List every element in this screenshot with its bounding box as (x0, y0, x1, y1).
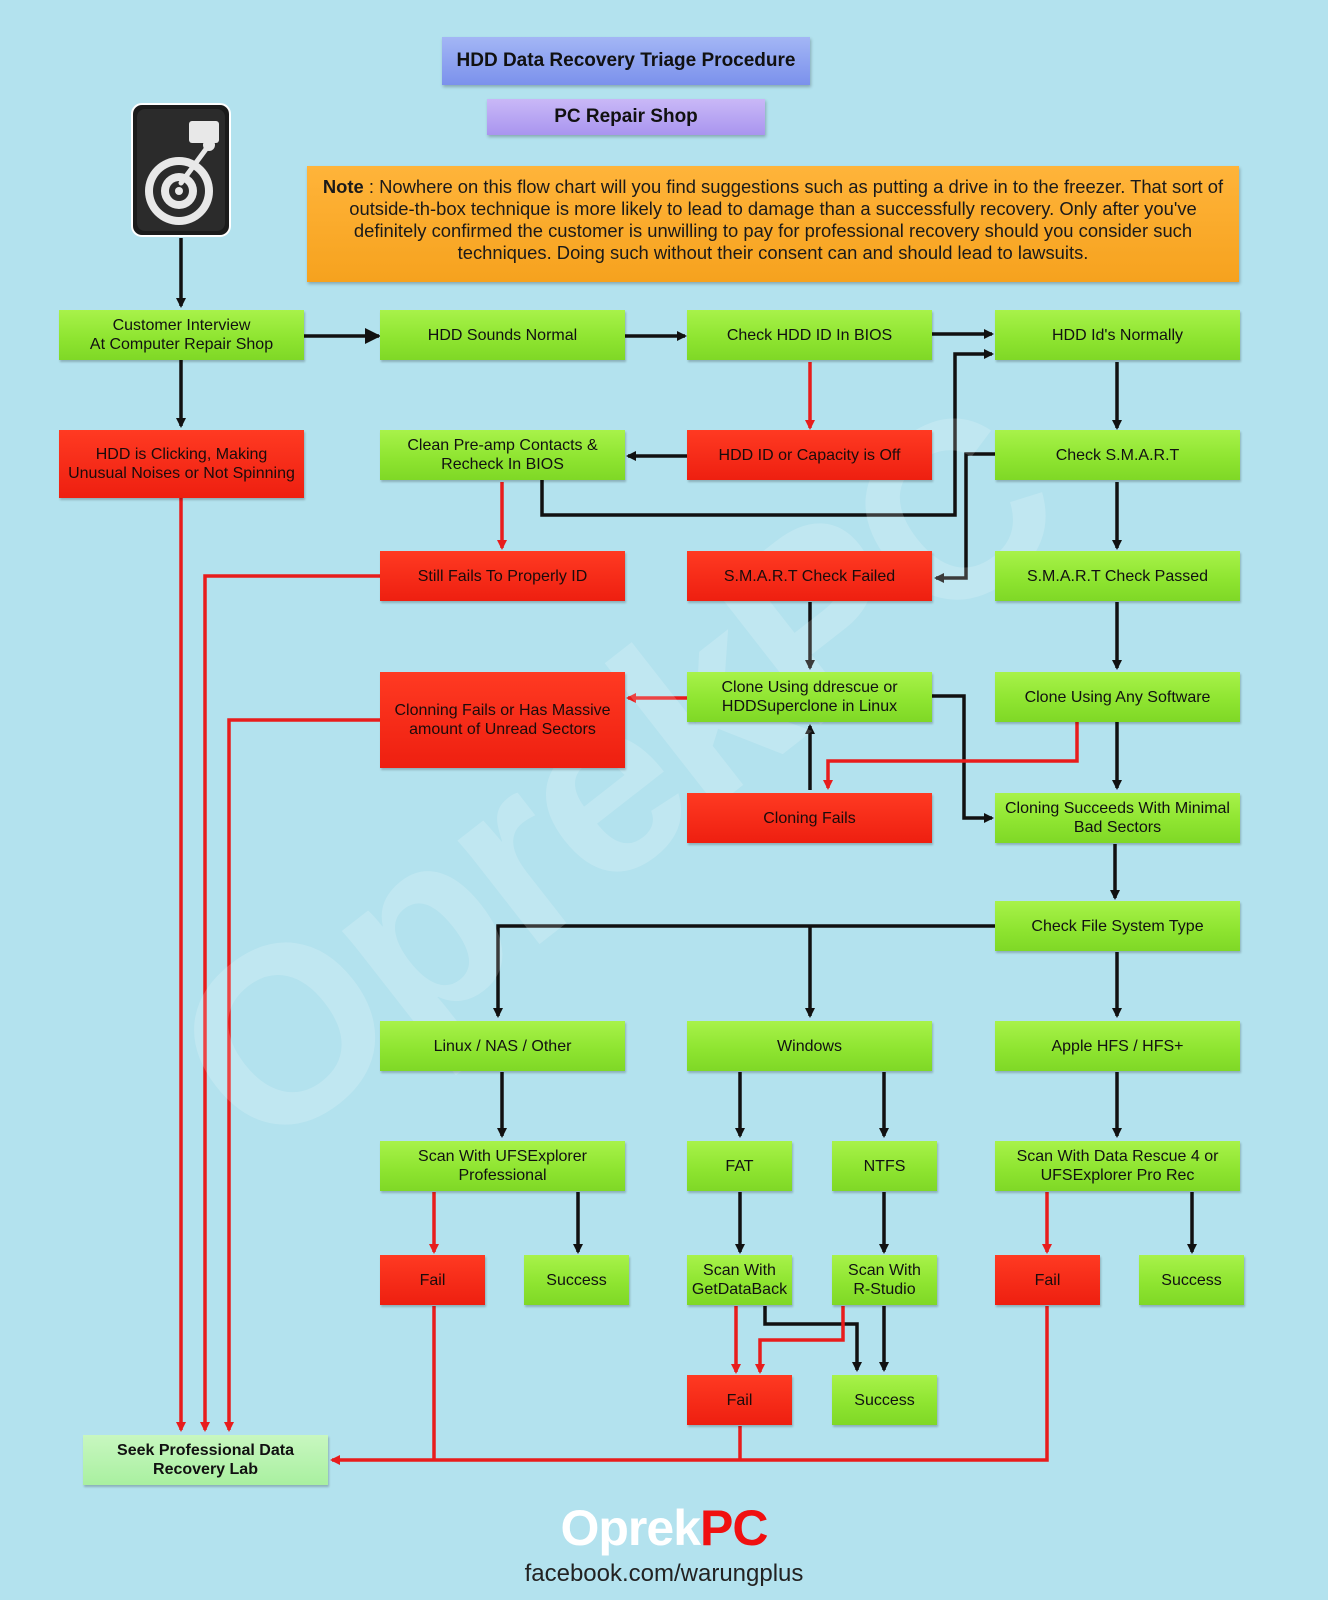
node-hdd-ids-normally: HDD Id's Normally (995, 310, 1240, 360)
brand-text-red: PC (700, 1500, 768, 1556)
node-ntfs: NTFS (832, 1141, 937, 1191)
note-label: Note (322, 176, 364, 197)
node-clean-preamp: Clean Pre-amp Contacts & Recheck In BIOS (380, 430, 625, 480)
note-text: : Nowhere on this flow chart will you fi… (349, 176, 1224, 263)
node-check-fs: Check File System Type (995, 901, 1240, 951)
node-scan-ufs: Scan With UFSExplorer Professional (380, 1141, 625, 1191)
page-subtitle: PC Repair Shop (487, 99, 765, 135)
node-scan-getdataback: Scan With GetDataBack (687, 1255, 792, 1305)
node-still-fails: Still Fails To Properly ID (380, 551, 625, 601)
node-hdd-sounds-normal: HDD Sounds Normal (380, 310, 625, 360)
node-fail-1: Fail (380, 1255, 485, 1305)
arrow-smart-to-failed (934, 452, 995, 583)
arrow-getdataback-to-success (763, 1306, 862, 1372)
node-fail-2: Fail (687, 1375, 792, 1425)
arrow-rstudio-to-fail (755, 1306, 845, 1374)
node-success-2: Success (832, 1375, 937, 1425)
node-windows: Windows (687, 1021, 932, 1071)
node-check-smart: Check S.M.A.R.T (995, 430, 1240, 480)
brand-text-white: Oprek (560, 1500, 702, 1556)
node-apple-hfs: Apple HFS / HFS+ (995, 1021, 1240, 1071)
node-cloning-succeeds: Cloning Succeeds With Minimal Bad Sector… (995, 793, 1240, 843)
arrow-fs-to-linux (493, 924, 995, 1018)
node-fail-3: Fail (995, 1255, 1100, 1305)
node-check-hdd-id: Check HDD ID In BIOS (687, 310, 932, 360)
note-box: Note : Nowhere on this flow chart will y… (307, 166, 1239, 282)
node-fat: FAT (687, 1141, 792, 1191)
node-cloning-fails-massive: Clonning Fails or Has Massive amount of … (380, 672, 625, 768)
facebook-link[interactable]: facebook.com/warungplus (524, 1560, 804, 1587)
node-success-1: Success (524, 1255, 629, 1305)
node-cloning-fails: Cloning Fails (687, 793, 932, 843)
brand-logo: OprekPC (0, 1500, 1328, 1556)
page-title: HDD Data Recovery Triage Procedure (442, 37, 810, 85)
arrow-ddrescue-to-succeeds (932, 694, 994, 823)
node-smart-failed: S.M.A.R.T Check Failed (687, 551, 932, 601)
node-clone-any: Clone Using Any Software (995, 672, 1240, 722)
hard-drive-icon (131, 103, 231, 237)
node-clone-ddrescue: Clone Using ddrescue or HDDSuperclone in… (687, 672, 932, 722)
arrow-preamp-to-ids-normally (540, 349, 994, 517)
node-smart-passed: S.M.A.R.T Check Passed (995, 551, 1240, 601)
node-hdd-clicking: HDD is Clicking, Making Unusual Noises o… (59, 430, 304, 498)
arrow-clone-any-to-cloning-fails (823, 722, 1079, 790)
arrow-massive-to-lab (224, 718, 381, 1432)
node-scan-datarescue: Scan With Data Rescue 4 or UFSExplorer P… (995, 1141, 1240, 1191)
arrow-still-fails-to-lab (200, 574, 381, 1432)
node-hdd-id-off: HDD ID or Capacity is Off (687, 430, 932, 480)
node-seek-lab: Seek Professional Data Recovery Lab (83, 1435, 328, 1485)
node-success-3: Success (1139, 1255, 1244, 1305)
node-scan-rstudio: Scan With R-Studio (832, 1255, 937, 1305)
arrow-fails-to-lab (332, 1306, 1049, 1460)
node-linux-nas: Linux / NAS / Other (380, 1021, 625, 1071)
